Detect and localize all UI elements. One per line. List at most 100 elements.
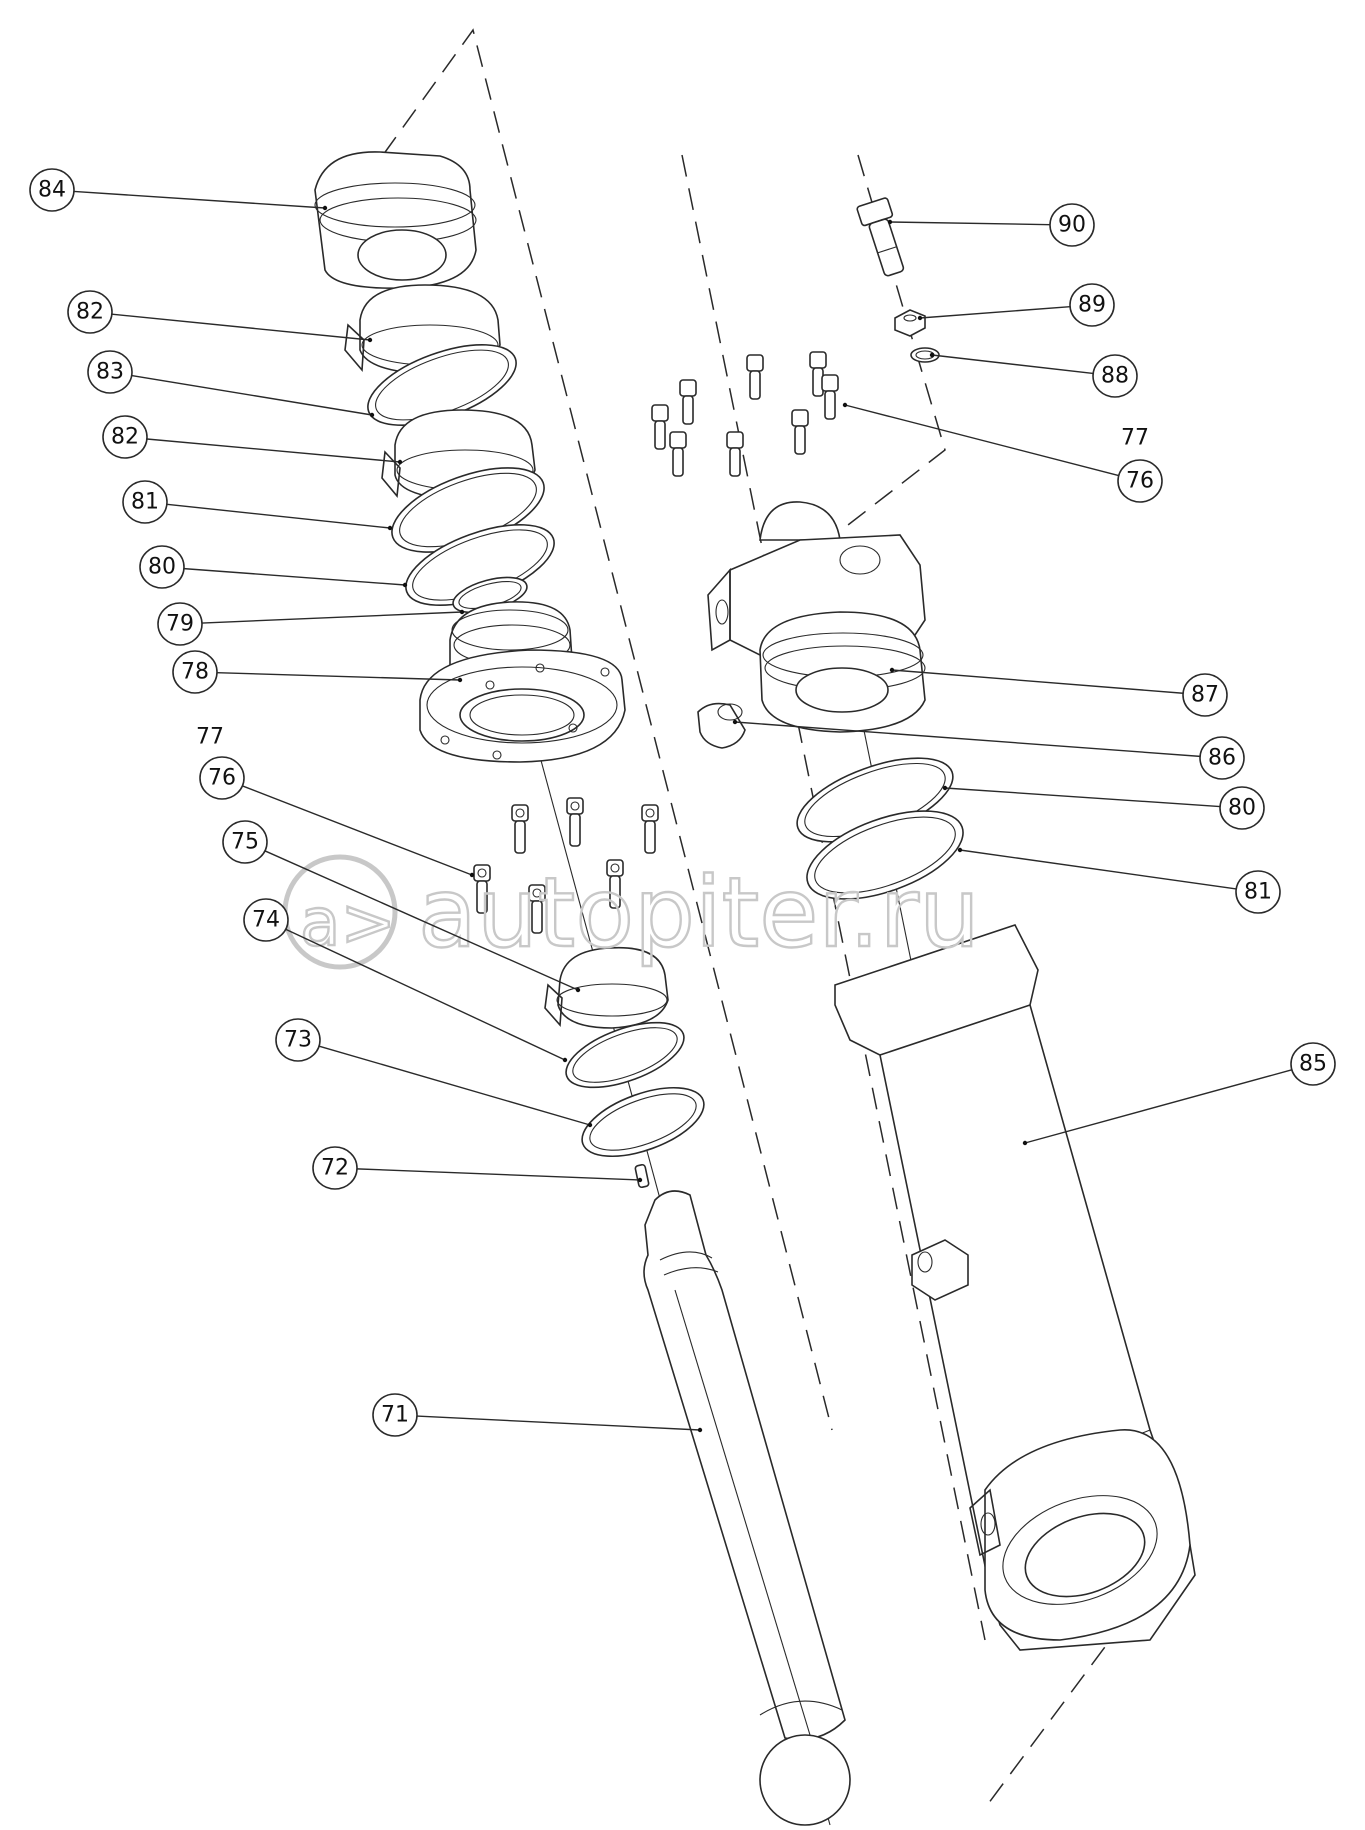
bare-label-77: 77 xyxy=(196,725,224,750)
leader-dot-71 xyxy=(697,1427,703,1433)
part-71-rod xyxy=(643,1190,851,1826)
callout-90: 90 xyxy=(1049,203,1095,247)
leader-dot-86 xyxy=(732,719,738,725)
leader-dot-87 xyxy=(889,667,895,673)
callout-circle xyxy=(122,480,168,524)
callout-number: 81 xyxy=(1244,880,1272,905)
callout-number: 84 xyxy=(38,178,66,203)
callout-82: 82 xyxy=(67,290,113,334)
part-76-bolts-right xyxy=(651,351,839,477)
callout-number: 85 xyxy=(1299,1052,1327,1077)
callout-81: 81 xyxy=(122,480,168,524)
callout-circle xyxy=(1049,203,1095,247)
leader-line-81 xyxy=(959,849,1237,890)
part-75-ring xyxy=(544,946,669,1029)
bare-label-77: 77 xyxy=(1121,426,1149,451)
leader-dot-80 xyxy=(402,582,408,588)
leader-dot-88 xyxy=(929,352,935,358)
leader-line-86 xyxy=(734,721,1201,758)
leader-line-79 xyxy=(201,611,463,624)
callout-circle xyxy=(157,602,203,646)
leader-dot-82 xyxy=(367,337,373,343)
callout-number: 72 xyxy=(321,1156,349,1181)
callout-80: 80 xyxy=(1219,786,1265,830)
leader-line-80 xyxy=(944,787,1221,808)
leader-line-84 xyxy=(73,190,326,209)
callout-71: 71 xyxy=(372,1393,418,1437)
leader-line-82 xyxy=(111,313,371,341)
callout-76: 76 xyxy=(199,756,245,800)
callout-number: 79 xyxy=(166,612,194,637)
part-72-pin xyxy=(634,1163,650,1189)
leader-dot-80 xyxy=(942,785,948,791)
leader-dot-83 xyxy=(369,412,375,418)
callout-number: 90 xyxy=(1058,213,1086,238)
callout-85: 85 xyxy=(1290,1042,1336,1086)
leader-line-82 xyxy=(146,438,401,463)
callout-87: 87 xyxy=(1182,673,1228,717)
leader-line-76 xyxy=(242,785,473,876)
callout-circle xyxy=(139,545,185,589)
part-86-fitting xyxy=(697,702,746,749)
callout-number: 80 xyxy=(148,555,176,580)
leader-line-76 xyxy=(844,404,1119,477)
callout-circle xyxy=(102,415,148,459)
leader-line-90 xyxy=(889,221,1051,226)
callout-86: 86 xyxy=(1199,736,1245,780)
callout-number: 86 xyxy=(1208,746,1236,771)
callouts: 8482838281807978767574737271908988768786… xyxy=(29,168,1336,1437)
callout-89: 89 xyxy=(1069,283,1115,327)
callout-circle xyxy=(312,1146,358,1190)
callout-circle xyxy=(1092,354,1138,398)
part-76-bolts-left xyxy=(473,797,659,934)
leader-dot-81 xyxy=(957,847,963,853)
callout-number: 71 xyxy=(381,1403,409,1428)
callout-81: 81 xyxy=(1235,870,1281,914)
watermark-text: autopiter.ru xyxy=(418,857,980,969)
callout-88: 88 xyxy=(1092,354,1138,398)
leader-dot-76 xyxy=(469,872,475,878)
callout-number: 81 xyxy=(131,490,159,515)
part-87-head xyxy=(707,501,926,733)
callout-82: 82 xyxy=(102,415,148,459)
callout-79: 79 xyxy=(157,602,203,646)
callout-number: 82 xyxy=(111,425,139,450)
callout-78: 78 xyxy=(172,650,218,694)
watermark: a> autopiter.ru xyxy=(282,854,981,970)
leader-line-72 xyxy=(356,1168,641,1181)
leader-line-78 xyxy=(216,671,461,681)
part-81-ring-right xyxy=(806,810,964,900)
callout-84: 84 xyxy=(29,168,75,212)
leader-dot-81 xyxy=(387,525,393,531)
callout-circle xyxy=(243,898,289,942)
leader-line-88 xyxy=(931,354,1094,375)
leader-line-74 xyxy=(285,928,566,1061)
callout-75: 75 xyxy=(222,820,268,864)
callout-74: 74 xyxy=(243,898,289,942)
leader-line-85 xyxy=(1024,1069,1292,1144)
leader-dot-78 xyxy=(457,677,463,683)
callout-circle xyxy=(372,1393,418,1437)
callout-number: 88 xyxy=(1101,364,1129,389)
leader-dot-75 xyxy=(575,987,581,993)
callout-number: 75 xyxy=(231,830,259,855)
callout-number: 87 xyxy=(1191,683,1219,708)
leader-dot-72 xyxy=(637,1177,643,1183)
leader-line-80 xyxy=(183,567,406,586)
callout-circle xyxy=(29,168,75,212)
leader-dot-73 xyxy=(587,1122,593,1128)
callout-circle xyxy=(1182,673,1228,717)
leader-dot-76 xyxy=(842,402,848,408)
callout-circle xyxy=(199,756,245,800)
callout-80: 80 xyxy=(139,545,185,589)
callout-72: 72 xyxy=(312,1146,358,1190)
watermark-logo-glyph: a> xyxy=(300,884,396,961)
callout-circle xyxy=(1199,736,1245,780)
callout-circle xyxy=(67,290,113,334)
leader-line-81 xyxy=(166,503,391,529)
leader-dot-79 xyxy=(459,609,465,615)
leader-line-89 xyxy=(919,305,1071,319)
callout-circle xyxy=(1117,459,1163,503)
callout-number: 89 xyxy=(1078,293,1106,318)
